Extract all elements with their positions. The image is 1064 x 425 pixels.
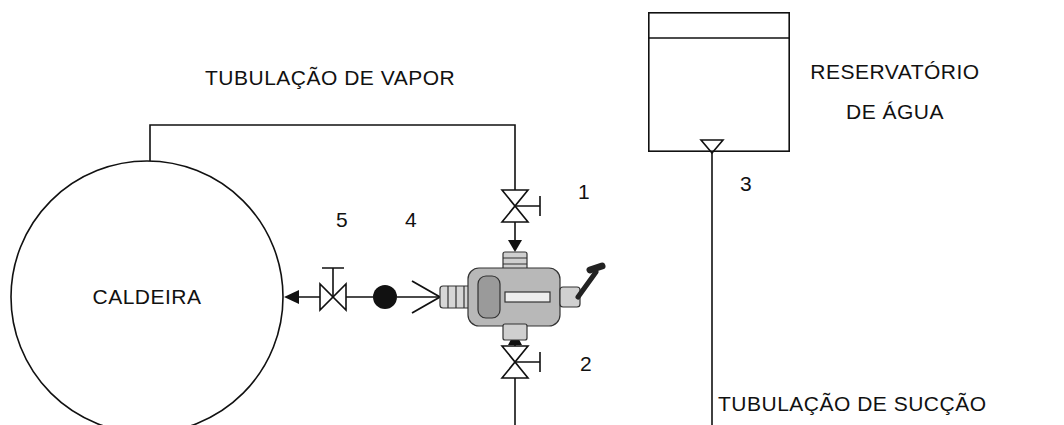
tank-label: RESERVATÓRIO DE ÁGUA: [800, 52, 990, 132]
steam-pipe: [150, 125, 515, 190]
valve-handle: [515, 352, 540, 372]
arrowhead: [508, 240, 522, 252]
callout-number: 4: [405, 208, 417, 232]
pipe: [514, 222, 516, 240]
pipe-label: TUBULAÇÃO DE VAPOR: [205, 66, 455, 90]
arrowhead: [284, 290, 299, 304]
suction-pipe: [711, 153, 713, 425]
node-outline: [648, 12, 790, 152]
callout-number: 1: [578, 180, 590, 204]
check-valve: [412, 281, 440, 313]
water-tank: RESERVATÓRIO DE ÁGUA: [648, 12, 790, 152]
valve-handle: [515, 196, 540, 216]
boiler-outline: [11, 161, 283, 425]
callout-number: 2: [580, 352, 592, 376]
boiler-label: CALDEIRA: [92, 285, 201, 309]
check-valve-ball: [373, 285, 397, 309]
boiler-circle: CALDEIRA: [10, 160, 284, 425]
callout-number: 5: [336, 208, 348, 232]
pipe-label: TUBULAÇÃO DE SUCÇÃO: [718, 392, 987, 416]
pipe: [514, 378, 516, 425]
tank-outline: [649, 13, 789, 151]
valve-handle: [322, 268, 344, 297]
water-level: [649, 37, 789, 38]
injector-illustration: [440, 252, 602, 340]
callout-number: 3: [740, 172, 752, 196]
